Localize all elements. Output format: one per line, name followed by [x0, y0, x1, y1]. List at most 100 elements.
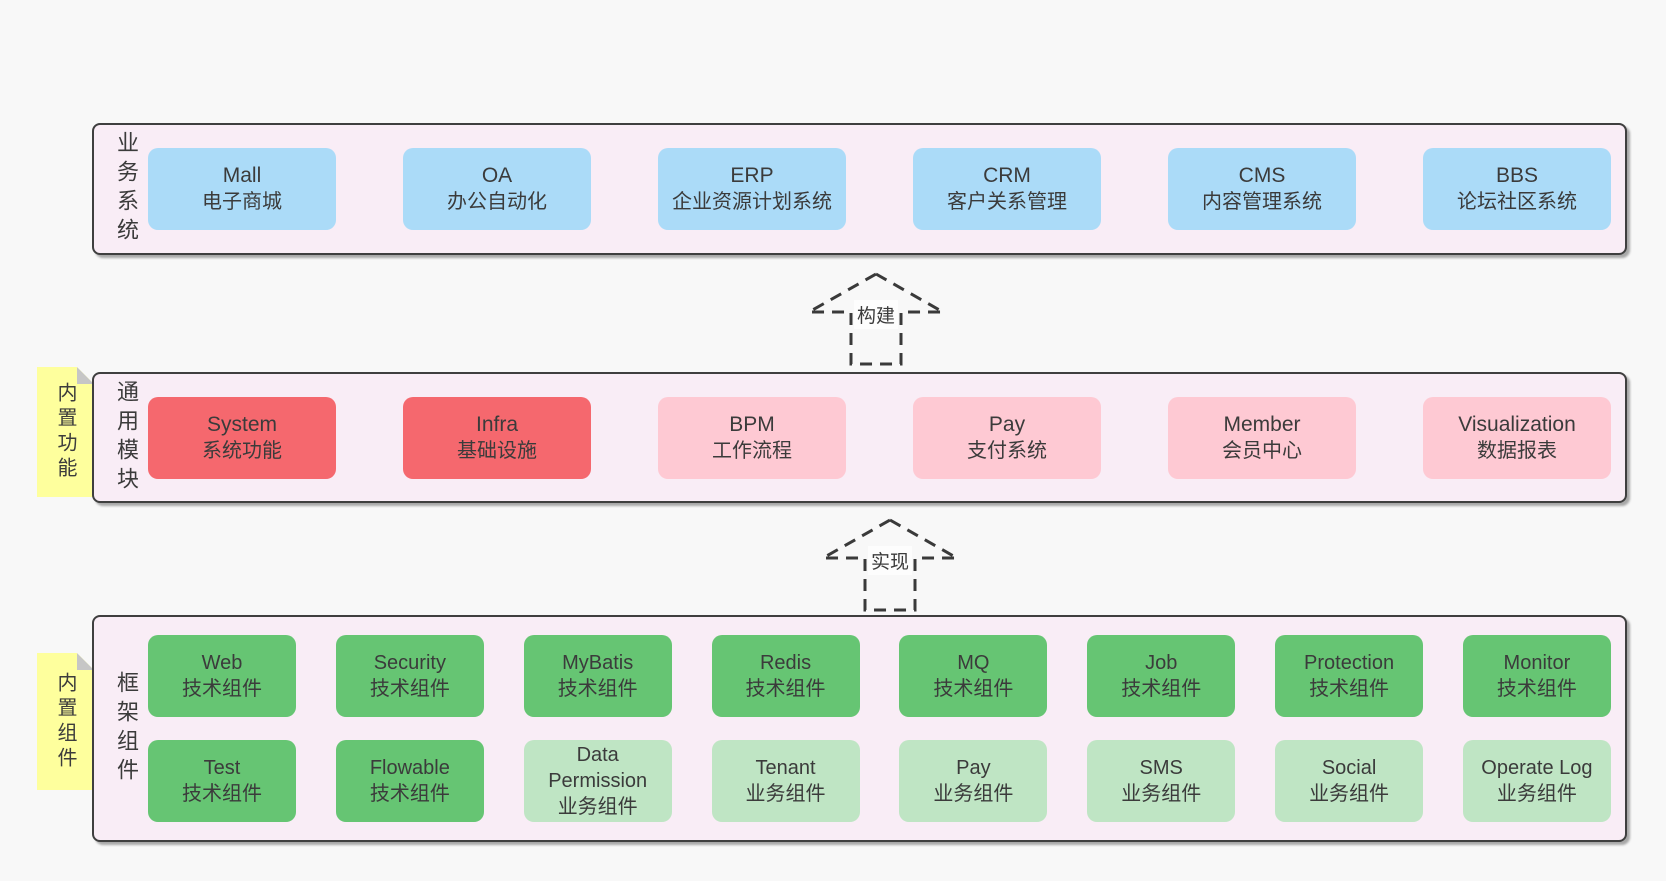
box-subtitle: 技术组件: [1309, 678, 1390, 700]
box-protection: Protection 技术组件: [1275, 635, 1424, 717]
box-subtitle: 技术组件: [369, 783, 450, 805]
box-data-permission: Data Permission 业务组件: [523, 740, 672, 822]
box-subtitle: 企业资源计划系统: [672, 191, 832, 213]
arrow-build-label: 构建: [853, 300, 899, 329]
box-subtitle: 技术组件: [1121, 678, 1202, 700]
box-subtitle: 论坛社区系统: [1457, 191, 1577, 213]
box-title: Job: [1145, 652, 1178, 674]
box-title: BBS: [1495, 164, 1539, 187]
box-system: System 系统功能: [148, 396, 336, 479]
layer-business-systems: 业务系统 Mall 电子商城 OA 办公自动化 ERP 企业资源计划系统 CRM…: [92, 123, 1627, 255]
box-title: Infra: [475, 412, 519, 436]
box-title: Pay: [956, 757, 991, 779]
business-systems-rows: Mall 电子商城 OA 办公自动化 ERP 企业资源计划系统 CRM 客户关系…: [94, 148, 1625, 230]
arrow-implement-label: 实现: [867, 546, 913, 575]
tag-built-in-features: 内置功能: [37, 367, 94, 497]
layer-common-modules-label: 通用模块: [114, 379, 139, 496]
arrow-build: 构建: [806, 272, 946, 366]
box-subtitle: 系统功能: [202, 439, 282, 462]
business-systems-row: Mall 电子商城 OA 办公自动化 ERP 企业资源计划系统 CRM 客户关系…: [148, 148, 1611, 230]
box-title: Data Permission: [548, 744, 648, 792]
framework-components-row-2: Test 技术组件 Flowable 技术组件 Data Permission …: [148, 740, 1611, 822]
box-title: MQ: [957, 652, 990, 674]
common-modules-rows: System 系统功能 Infra 基础设施 BPM 工作流程 Pay 支付系统…: [94, 396, 1625, 479]
up-arrow-icon: [820, 518, 960, 612]
box-operate-log: Operate Log 业务组件: [1462, 740, 1611, 822]
box-pay-module: Pay 支付系统: [913, 396, 1101, 479]
layer-business-systems-label: 业务系统: [114, 131, 139, 247]
box-title: BPM: [729, 412, 775, 436]
box-subtitle: 业务组件: [933, 783, 1014, 805]
box-erp: ERP 企业资源计划系统: [658, 148, 846, 230]
layer-framework-components-label: 框架组件: [114, 670, 139, 787]
box-subtitle: 业务组件: [1121, 783, 1202, 805]
box-title: System: [206, 412, 277, 436]
box-tenant: Tenant 业务组件: [711, 740, 860, 822]
box-subtitle: 工作流程: [712, 439, 792, 462]
box-job: Job 技术组件: [1087, 635, 1236, 717]
box-subtitle: 内容管理系统: [1202, 191, 1322, 213]
box-subtitle: 技术组件: [182, 783, 262, 805]
box-title: Monitor: [1503, 652, 1571, 674]
box-title: Social: [1321, 757, 1377, 779]
box-title: Mall: [222, 164, 262, 187]
box-title: CMS: [1238, 164, 1286, 187]
up-arrow-icon: [806, 272, 946, 366]
box-pay-component: Pay 业务组件: [899, 740, 1048, 822]
box-subtitle: 业务组件: [1496, 783, 1577, 805]
box-title: Flowable: [369, 757, 450, 779]
box-title: Security: [373, 652, 446, 674]
box-title: Test: [203, 757, 241, 779]
box-subtitle: 支付系统: [967, 439, 1047, 462]
box-member: Member 会员中心: [1168, 396, 1356, 479]
box-title: SMS: [1139, 757, 1183, 779]
box-mq: MQ 技术组件: [899, 635, 1048, 717]
box-title: Redis: [759, 652, 812, 674]
box-subtitle: 会员中心: [1222, 439, 1302, 462]
box-subtitle: 电子商城: [202, 191, 282, 213]
box-title: Operate Log: [1481, 757, 1593, 779]
framework-components-row-1: Web 技术组件 Security 技术组件 MyBatis 技术组件 Redi…: [148, 635, 1611, 717]
box-title: Pay: [988, 412, 1026, 436]
box-subtitle: 技术组件: [745, 678, 826, 700]
box-title: ERP: [730, 164, 774, 187]
box-visualization: Visualization 数据报表: [1423, 396, 1611, 479]
box-title: Member: [1223, 412, 1301, 436]
box-title: Tenant: [755, 757, 816, 779]
box-subtitle: 业务组件: [557, 796, 638, 818]
tag-built-in-components: 内置组件: [37, 653, 94, 790]
box-bbs: BBS 论坛社区系统: [1423, 148, 1611, 230]
box-flowable: Flowable 技术组件: [335, 740, 484, 822]
box-subtitle: 技术组件: [369, 678, 450, 700]
box-mall: Mall 电子商城: [148, 148, 336, 230]
box-title: Visualization: [1458, 412, 1576, 436]
box-oa: OA 办公自动化: [403, 148, 591, 230]
box-subtitle: 基础设施: [457, 439, 537, 462]
box-title: Web: [201, 652, 243, 674]
framework-components-rows: Web 技术组件 Security 技术组件 MyBatis 技术组件 Redi…: [94, 635, 1625, 822]
box-web: Web 技术组件: [148, 635, 296, 717]
box-subtitle: 技术组件: [933, 678, 1014, 700]
layer-framework-components: 框架组件 Web 技术组件 Security 技术组件 MyBatis 技术组件…: [92, 615, 1627, 842]
box-bpm: BPM 工作流程: [658, 396, 846, 479]
box-cms: CMS 内容管理系统: [1168, 148, 1356, 230]
box-infra: Infra 基础设施: [403, 396, 591, 479]
box-subtitle: 数据报表: [1477, 439, 1557, 462]
box-subtitle: 技术组件: [182, 678, 262, 700]
layer-common-modules: 通用模块 System 系统功能 Infra 基础设施 BPM 工作流程 Pay…: [92, 372, 1627, 503]
box-sms: SMS 业务组件: [1087, 740, 1236, 822]
box-social: Social 业务组件: [1275, 740, 1424, 822]
box-security: Security 技术组件: [335, 635, 484, 717]
box-crm: CRM 客户关系管理: [913, 148, 1101, 230]
common-modules-row: System 系统功能 Infra 基础设施 BPM 工作流程 Pay 支付系统…: [148, 396, 1611, 479]
box-monitor: Monitor 技术组件: [1462, 635, 1611, 717]
tag-text: 内置组件: [54, 671, 76, 772]
box-title: OA: [481, 164, 513, 187]
box-subtitle: 业务组件: [745, 783, 826, 805]
arrow-implement: 实现: [820, 518, 960, 612]
box-redis: Redis 技术组件: [711, 635, 860, 717]
tag-text: 内置功能: [54, 382, 76, 482]
box-subtitle: 客户关系管理: [947, 191, 1067, 213]
box-title: MyBatis: [562, 652, 634, 674]
